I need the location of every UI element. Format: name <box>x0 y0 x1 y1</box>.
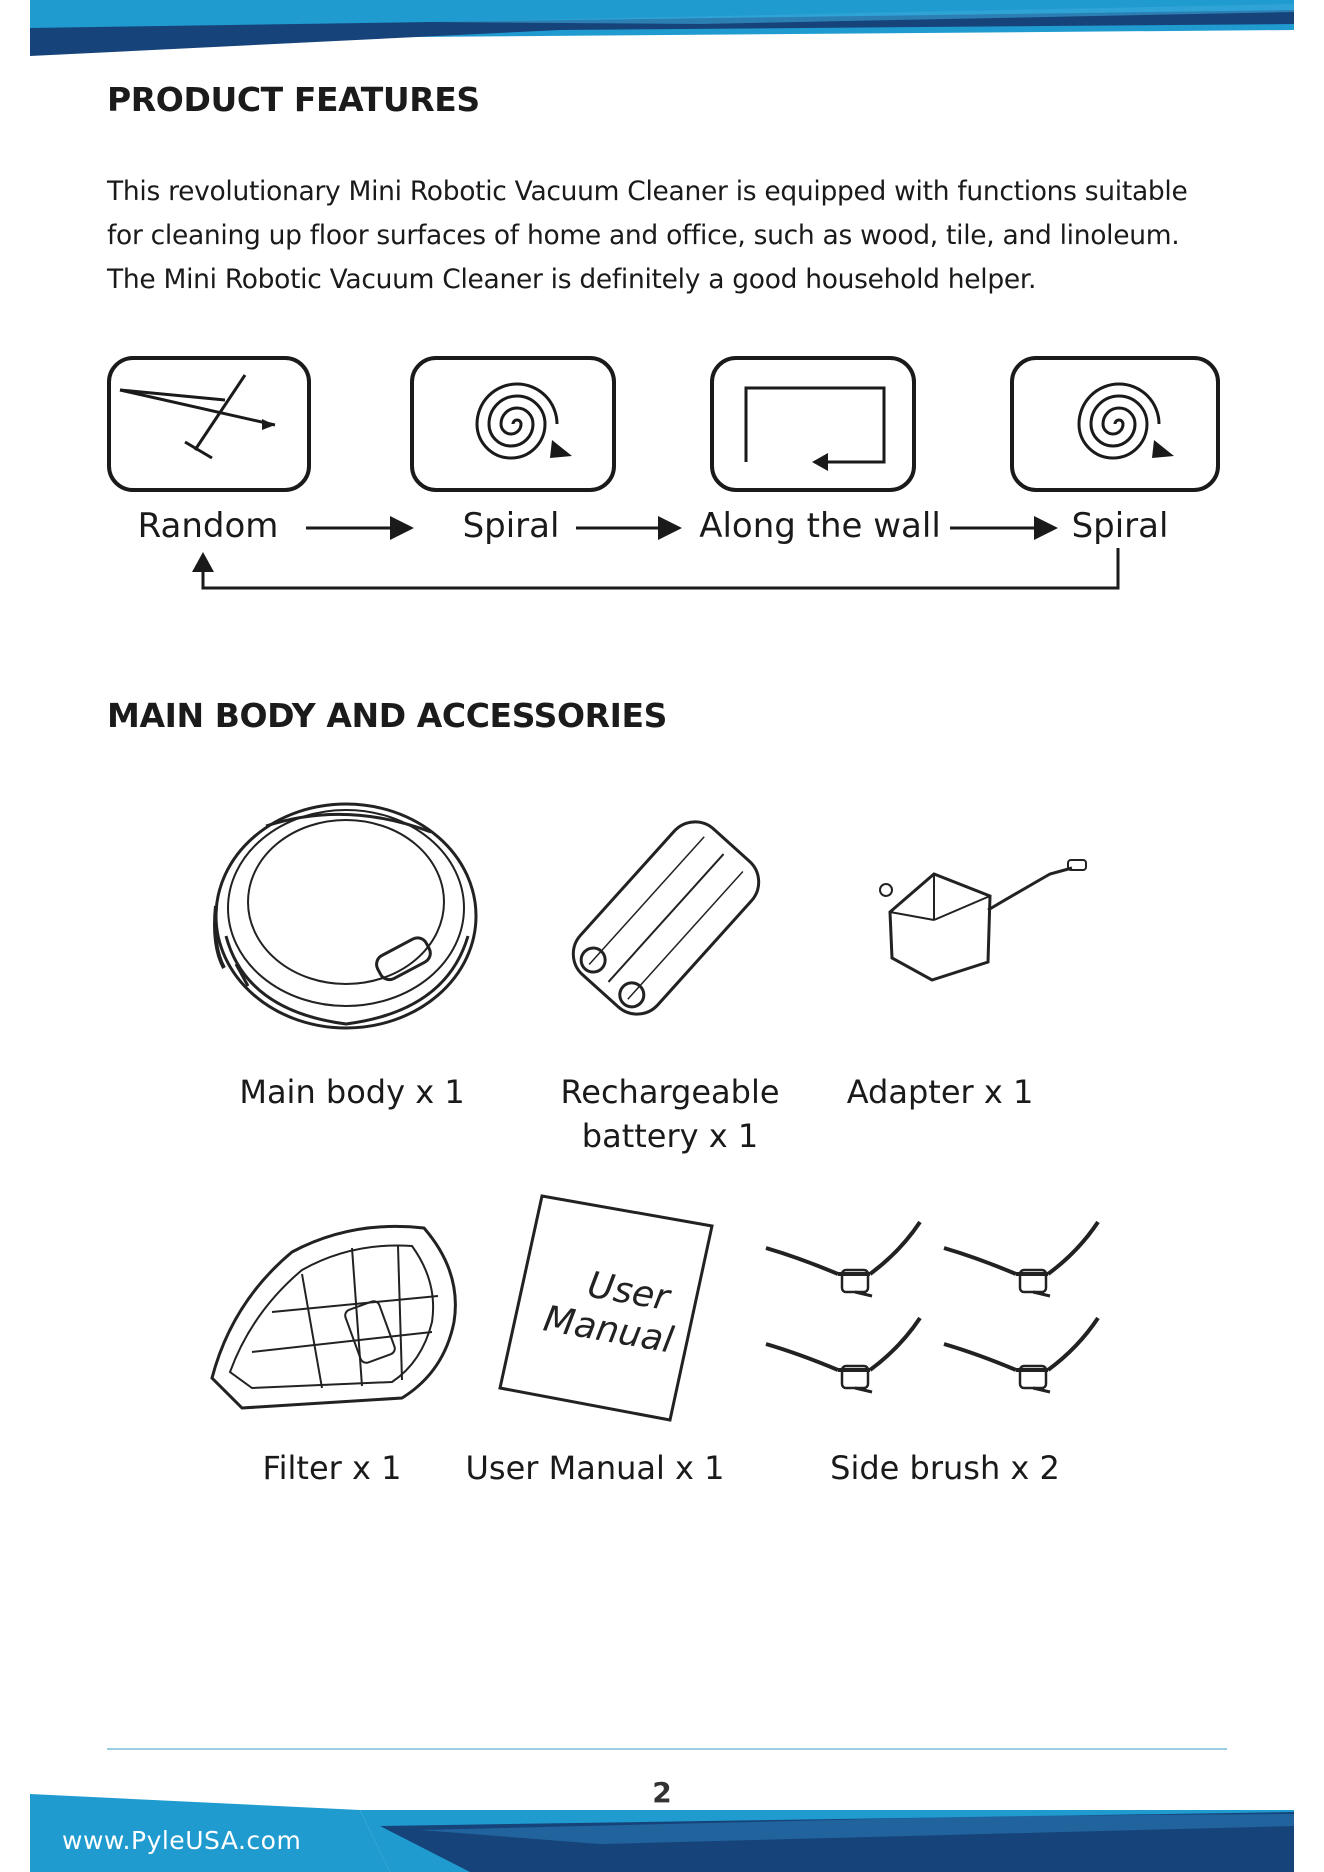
mode-label-along-the-wall: Along the wall <box>699 506 941 546</box>
battery-icon <box>571 820 761 1016</box>
filter-icon <box>210 1224 457 1410</box>
features-line: The Mini Robotic Vacuum Cleaner is defin… <box>107 264 1037 295</box>
spiral-mode-icon <box>1010 356 1220 492</box>
website-link[interactable]: www.PyleUSA.com <box>62 1826 302 1855</box>
side-brush-icon <box>764 1220 1100 1394</box>
header-band <box>30 0 1294 56</box>
footer-rule <box>107 1748 1227 1750</box>
accessory-label: Filter x 1 <box>192 1446 472 1490</box>
random-mode-icon <box>107 356 311 492</box>
accessory-label-line: Rechargeable <box>560 1073 780 1111</box>
return-loop-arrow <box>192 548 1120 590</box>
features-line: This revolutionary Mini Robotic Vacuum C… <box>107 176 1188 207</box>
accessory-label: User Manual x 1 <box>450 1446 740 1490</box>
page-number: 2 <box>652 1776 672 1809</box>
cleaning-mode-diagram <box>107 356 1220 590</box>
features-line: for cleaning up floor surfaces of home a… <box>107 220 1180 251</box>
mode-label-spiral: Spiral <box>1071 506 1169 546</box>
accessory-label: Adapter x 1 <box>800 1070 1080 1114</box>
flow-arrow <box>306 516 414 540</box>
mode-label-spiral: Spiral <box>462 506 560 546</box>
features-heading: PRODUCT FEATURES <box>107 80 480 119</box>
accessory-label-line: battery x 1 <box>581 1117 759 1155</box>
accessory-label-line: Main body x 1 <box>239 1073 465 1111</box>
accessory-label: Rechargeable battery x 1 <box>530 1070 810 1158</box>
along-wall-mode-icon <box>710 356 916 492</box>
spiral-mode-icon <box>410 356 616 492</box>
accessory-label-line: Filter x 1 <box>262 1449 402 1487</box>
features-paragraph: This revolutionary Mini Robotic Vacuum C… <box>107 170 1188 302</box>
accessory-label-line: User Manual x 1 <box>465 1449 725 1487</box>
flow-arrow <box>576 516 682 540</box>
adapter-icon <box>879 859 1087 982</box>
accessory-label-line: Side brush x 2 <box>830 1449 1060 1487</box>
footer-band <box>30 1794 1294 1872</box>
robot-vacuum-icon <box>213 802 478 1030</box>
flow-arrow <box>950 516 1058 540</box>
accessories-heading: MAIN BODY AND ACCESSORIES <box>107 696 668 735</box>
accessory-label: Side brush x 2 <box>800 1446 1090 1490</box>
user-manual-icon: User Manual <box>498 1194 714 1422</box>
accessory-label-line: Adapter x 1 <box>846 1073 1034 1111</box>
mode-label-random: Random <box>137 506 279 546</box>
accessory-label: Main body x 1 <box>212 1070 492 1114</box>
